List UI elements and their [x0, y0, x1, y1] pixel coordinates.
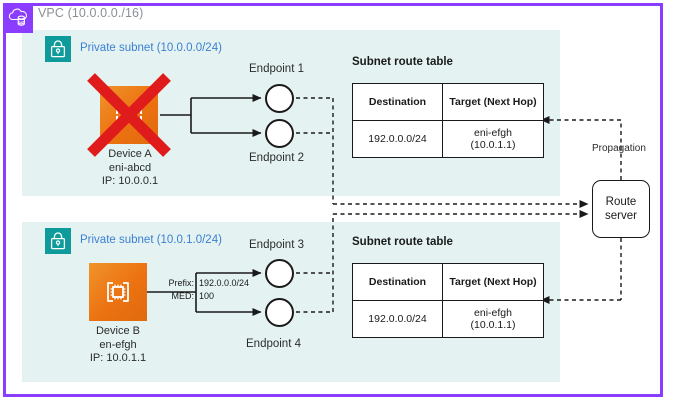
endpoint-2-circle-icon[interactable] — [265, 119, 294, 148]
endpoint-3-circle-icon[interactable] — [265, 259, 294, 288]
device-b-eni: en-efgh — [99, 338, 137, 351]
device-a-ip: IP: 10.0.0.1 — [101, 175, 159, 187]
vpc-label: VPC (10.0.0.0./16) — [38, 6, 144, 20]
endpoint-2-label: Endpoint 2 — [249, 152, 304, 164]
device-a-caption: Device A eni-abcd IP: 10.0.0.1 — [70, 148, 190, 189]
prefix-label: Prefix: — [168, 278, 194, 288]
cell-target: eni-efgh (10.0.1.1) — [442, 120, 544, 158]
header-target: Target (Next Hop) — [442, 83, 544, 121]
private-subnet-2-label: Private subnet (10.0.1.0/24) — [80, 234, 222, 246]
med-value: 100 — [199, 291, 215, 301]
endpoint-4-label: Endpoint 4 — [246, 338, 301, 350]
vpc-cloud-icon — [3, 3, 33, 33]
table-header-row: Destination Target (Next Hop) — [352, 83, 544, 121]
route-table-2-title: Subnet route table — [352, 236, 453, 248]
table-header-row: Destination Target (Next Hop) — [352, 263, 544, 301]
cell-target-eni: eni-efgh — [474, 127, 512, 139]
device-b-caption: Device B en-efgh IP: 10.0.1.1 — [58, 325, 178, 366]
cell-target-ip: (10.0.1.1) — [470, 139, 516, 151]
private-subnet-1-label: Private subnet (10.0.0.0/24) — [80, 42, 222, 54]
route-server-line-1: Route — [605, 196, 637, 208]
route-server-line-2: server — [605, 210, 637, 222]
cell-target-eni: eni-efgh — [474, 307, 512, 319]
propagation-to-route-table-2-path — [540, 238, 622, 304]
lock-icon — [45, 36, 71, 62]
cell-target: eni-efgh (10.0.1.1) — [442, 300, 544, 338]
device-a-eni: eni-abcd — [108, 161, 152, 174]
device-b-appliance-icon[interactable] — [89, 263, 147, 321]
header-destination: Destination — [352, 83, 443, 121]
endpoint-1-label: Endpoint 1 — [249, 63, 304, 75]
endpoint-4-circle-icon[interactable] — [265, 298, 294, 327]
red-x-icon — [87, 73, 171, 157]
lock-icon — [45, 228, 71, 254]
table-row: 192.0.0.0/24 eni-efgh (10.0.1.1) — [352, 300, 544, 338]
med-label: MED: — [171, 291, 195, 301]
route-server-node[interactable]: Route server — [592, 180, 650, 238]
endpoints-3-4-to-route-server-path — [296, 210, 589, 313]
device-b-ip: IP: 10.0.1.1 — [89, 352, 147, 364]
endpoint-1-circle-icon[interactable] — [265, 84, 294, 113]
device-a-to-endpoints-connector — [160, 94, 262, 137]
prefix-value: 192.0.0.0/24 — [199, 278, 250, 288]
endpoint-3-label: Endpoint 3 — [249, 239, 304, 251]
route-table-2: Destination Target (Next Hop) 192.0.0.0/… — [352, 263, 544, 338]
device-b-name: Device B — [95, 325, 141, 337]
device-a-name: Device A — [108, 148, 152, 160]
propagation-to-route-table-1-path — [540, 116, 622, 180]
header-destination: Destination — [352, 263, 443, 301]
route-table-1: Destination Target (Next Hop) 192.0.0.0/… — [352, 83, 544, 158]
cell-destination: 192.0.0.0/24 — [352, 300, 443, 338]
device-b-to-endpoints-connector — [147, 269, 262, 316]
cell-target-ip: (10.0.1.1) — [470, 319, 516, 331]
header-target: Target (Next Hop) — [442, 263, 544, 301]
route-table-1-title: Subnet route table — [352, 56, 453, 68]
cell-destination: 192.0.0.0/24 — [352, 120, 443, 158]
table-row: 192.0.0.0/24 eni-efgh (10.0.1.1) — [352, 120, 544, 158]
propagation-label: Propagation — [592, 143, 646, 154]
endpoints-1-2-to-route-server-path — [296, 97, 589, 208]
vpc-boundary — [3, 3, 663, 397]
